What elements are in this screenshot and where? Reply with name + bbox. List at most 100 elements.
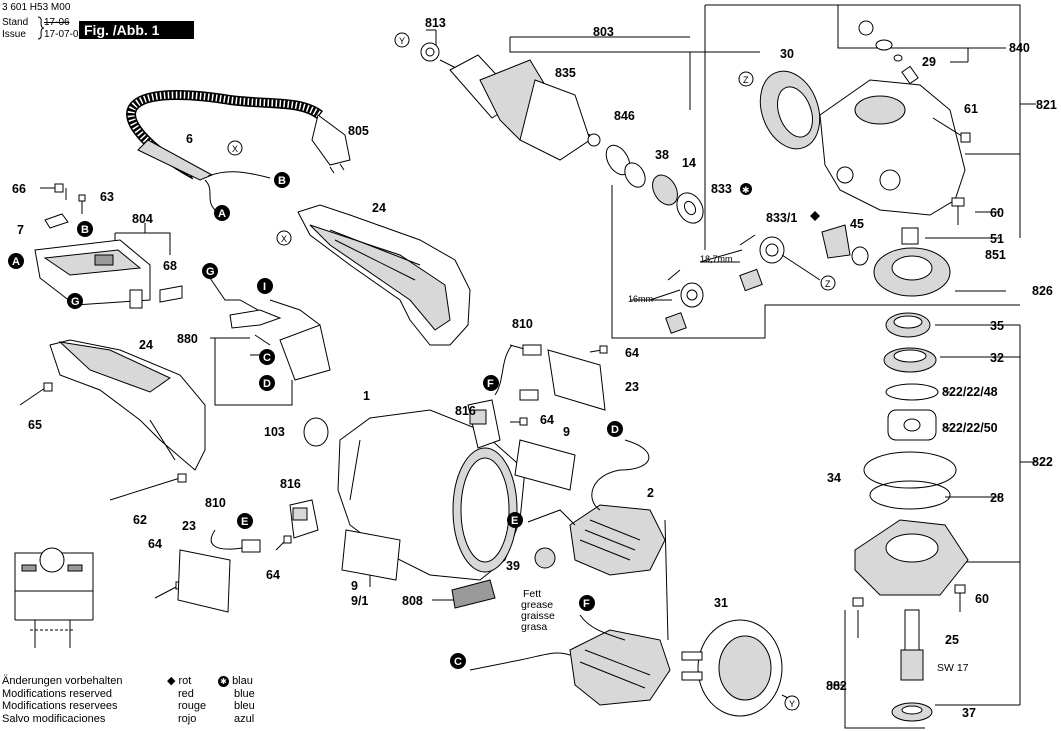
svg-text:C: C: [454, 656, 462, 668]
svg-text:F: F: [583, 598, 590, 610]
callout-G-mid: G: [202, 263, 218, 279]
bearing-set-833: [649, 236, 821, 334]
label-64-lower: 64: [266, 568, 280, 582]
svg-text:Y: Y: [789, 699, 795, 709]
header-brace: [37, 16, 45, 40]
label-25: 25: [945, 633, 959, 647]
label-62: 62: [133, 513, 147, 527]
label-2: 2: [647, 486, 654, 500]
label-35: 35: [990, 319, 1004, 333]
power-cord: [126, 90, 351, 211]
callout-Z-mid: Z: [820, 275, 836, 291]
diamond-icon: ◆: [167, 675, 179, 687]
legend-red-fr: rouge: [178, 700, 207, 712]
label-840: 840: [1009, 41, 1030, 55]
callout-Y-top: Y: [394, 32, 410, 48]
callout-B-mid: B: [77, 221, 93, 237]
label-1: 1: [363, 389, 370, 403]
frame-lines: [114, 4, 1036, 729]
svg-text:F: F: [487, 378, 494, 390]
svg-text:X: X: [232, 144, 238, 154]
label-804: 804: [132, 212, 153, 226]
callout-C-lower: C: [450, 653, 466, 669]
dimension-marks: [630, 234, 756, 301]
notice-en: Modifications reserved: [2, 687, 113, 700]
label-61: 61: [964, 102, 978, 116]
svg-text:Z: Z: [825, 279, 831, 289]
label-66: 66: [12, 182, 26, 196]
circuit-schematic: [14, 547, 94, 648]
label-23-lower: 23: [182, 519, 196, 533]
figure-label: Fig. /Abb. 1: [79, 21, 194, 39]
part-labels: 813 803 835 846 38 14 833 833/1 30 29 84…: [12, 16, 1057, 720]
legend-blue-es: azul: [234, 712, 255, 725]
label-821: 821: [1036, 98, 1057, 112]
label-37: 37: [962, 706, 976, 720]
label-51: 51: [990, 232, 1004, 246]
gear-housing: [819, 20, 971, 297]
handle-upper: [297, 204, 471, 346]
label-60-bottom: 60: [975, 592, 989, 606]
label-60-top: 60: [990, 206, 1004, 220]
svg-text:E: E: [511, 515, 518, 527]
svg-text:Y: Y: [399, 36, 405, 46]
brush-holders: [154, 344, 608, 599]
svg-text:B: B: [81, 224, 89, 236]
callout-I: I: [257, 278, 273, 294]
grease-en: grease: [521, 599, 553, 611]
label-6: 6: [186, 132, 193, 146]
callout-E-right: E: [507, 512, 523, 528]
label-826: 826: [1032, 284, 1053, 298]
label-30: 30: [780, 47, 794, 61]
callout-A-top: A: [214, 205, 230, 221]
issue-date: 17-07-03: [44, 29, 85, 40]
callout-D-mid: D: [259, 375, 275, 391]
old-date: 17-06: [44, 17, 70, 28]
notice-fr: Modifications reservees: [2, 700, 118, 712]
label-64-mid: 64: [540, 413, 554, 427]
callout-F-lower: F: [579, 595, 595, 611]
svg-text:G: G: [71, 296, 80, 308]
small-screws: [40, 183, 86, 214]
label-7: 7: [17, 223, 24, 237]
star-circle-icon: ✱: [218, 675, 229, 687]
legend-red: ◆ rot red rouge rojo: [167, 675, 206, 725]
label-32: 32: [990, 351, 1004, 365]
grease-de: Fett: [523, 588, 541, 600]
end-shield: [681, 619, 793, 717]
svg-text:E: E: [241, 516, 248, 528]
callout-B-top: B: [274, 172, 290, 188]
callout-G-left: G: [67, 293, 83, 309]
legend-red-de: rot: [178, 675, 192, 687]
label-833-1: 833/1: [766, 211, 797, 225]
dimension-18-7mm: 18,7mm: [700, 254, 733, 264]
reference-callouts: Y X X Z Z Y: [227, 32, 836, 711]
label-816-top: 816: [455, 404, 476, 418]
connector-callouts: A B B A G G I C D F D E E F C: [8, 172, 623, 669]
svg-text:X: X: [281, 234, 287, 244]
label-9-1: 9/1: [351, 594, 368, 608]
label-822-22-50: 822/22/50: [942, 421, 998, 435]
legend-red-en: red: [178, 687, 194, 700]
legend-blue-de: blau: [232, 675, 253, 687]
svg-text:I: I: [263, 281, 266, 293]
label-810-top: 810: [512, 317, 533, 331]
label-103: 103: [264, 425, 285, 439]
callout-Z-top: Z: [738, 71, 754, 87]
bearing-set-846: [605, 144, 704, 224]
callout-A-left: A: [8, 253, 24, 269]
callout-F-top: F: [483, 375, 499, 391]
wrench-size: SW 17: [937, 662, 969, 674]
switch-lead-assembly: [209, 277, 331, 381]
switch-assembly: [34, 213, 183, 309]
label-65: 65: [28, 418, 42, 432]
issue-label: Issue: [2, 29, 26, 40]
svg-text:C: C: [263, 352, 271, 364]
label-24-top: 24: [372, 201, 386, 215]
callout-C-mid: C: [259, 349, 275, 365]
armature: [420, 42, 601, 161]
label-24-lower: 24: [139, 338, 153, 352]
label-39: 39: [506, 559, 520, 573]
callout-D-right: D: [607, 421, 623, 437]
stand-label: Stand: [2, 17, 29, 28]
